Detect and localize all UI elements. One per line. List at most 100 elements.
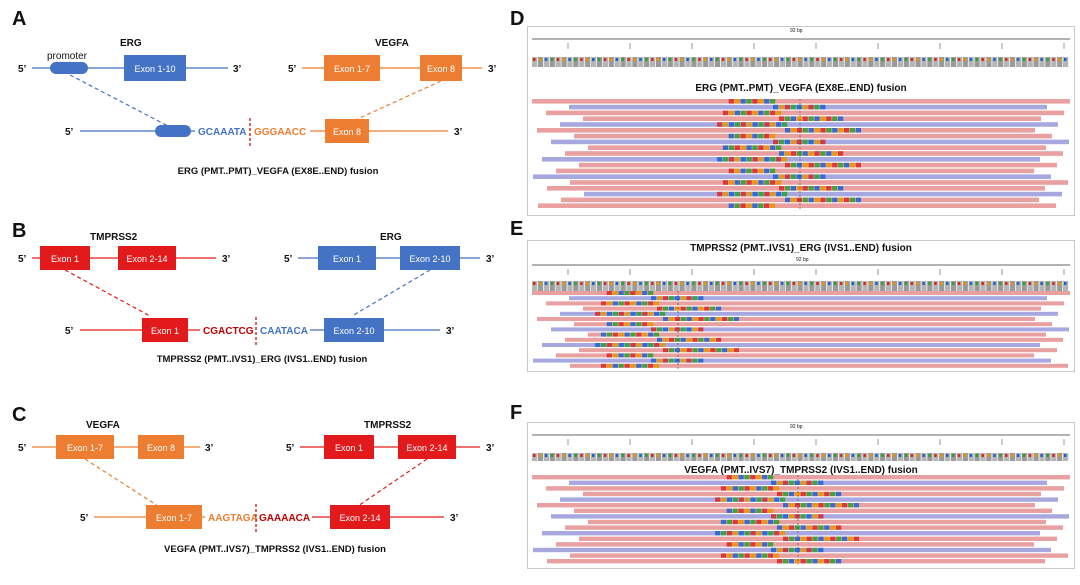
reference-base-letter: [946, 58, 949, 61]
reference-base-letter: [951, 282, 955, 285]
reference-base-letter: [928, 282, 931, 285]
reference-base: [714, 57, 721, 67]
mismatch-base: [648, 311, 654, 316]
mismatch-base: [728, 180, 734, 185]
mismatch-base: [764, 110, 770, 116]
reference-base-letter: [645, 282, 648, 285]
reference-base: [886, 57, 892, 67]
mismatch-base: [624, 363, 630, 368]
mismatch-base: [726, 553, 732, 558]
three-prime-label: 3’: [486, 254, 495, 265]
mismatch-base: [814, 186, 820, 191]
reference-base: [608, 453, 614, 463]
mismatch-base: [855, 128, 861, 133]
reference-base: [561, 453, 567, 463]
reference-base: [555, 281, 561, 291]
reference-base: [773, 281, 780, 291]
reference-base: [945, 453, 951, 463]
vegfa-exon-1-7-label: Exon 1-7: [67, 443, 103, 453]
mismatch-base: [788, 480, 794, 485]
reference-base-letter: [538, 58, 542, 61]
fusion-title: TMPRSS2 (PMT..IVS1)_ERG (IVS1..END) fusi…: [690, 243, 912, 254]
mismatch-base: [794, 525, 800, 530]
mismatch-base: [796, 186, 802, 191]
mismatch-base: [752, 133, 758, 139]
mismatch-base: [722, 145, 729, 150]
mismatch-base: [776, 145, 782, 150]
connector-dashed: [84, 458, 159, 507]
mismatch-base: [764, 168, 770, 174]
reference-base-letter: [568, 282, 571, 285]
reference-base: [1057, 281, 1063, 291]
mismatch-base: [756, 475, 762, 480]
reference-base-letter: [751, 58, 754, 61]
mismatch-base: [746, 99, 752, 104]
aligned-read: [533, 358, 1051, 363]
reference-base-letter: [680, 454, 683, 457]
reference-base: [691, 57, 697, 67]
erg-exon-label: Exon 1-10: [134, 64, 175, 74]
mismatch-base: [802, 151, 808, 156]
reference-base-letter: [686, 282, 689, 285]
panel-letter: A: [12, 8, 27, 30]
reference-base-letter: [609, 454, 613, 457]
reference-base: [809, 281, 815, 291]
reference-base-letter: [556, 282, 560, 285]
reference-base: [1039, 281, 1045, 291]
reference-base: [1021, 57, 1027, 67]
reference-base: [762, 57, 768, 67]
reference-base-letter: [639, 58, 642, 61]
panel-letter: B: [12, 220, 27, 242]
reference-base: [537, 281, 544, 291]
reference-base: [1057, 453, 1063, 463]
mismatch-base: [686, 317, 692, 321]
mismatch-base: [830, 525, 836, 530]
reference-base: [638, 57, 644, 67]
mismatch-base: [796, 104, 802, 110]
mismatch-base: [746, 157, 752, 162]
reference-base: [909, 281, 915, 291]
reference-base: [679, 57, 685, 67]
reference-base-letter: [1052, 282, 1055, 285]
mismatch-base: [654, 343, 660, 347]
mismatch-base: [717, 191, 723, 197]
reference-base-letter: [904, 58, 908, 61]
reference-base: [555, 453, 561, 463]
reference-base: [602, 57, 608, 67]
mismatch-base: [768, 519, 774, 525]
reference-base-letter: [786, 58, 790, 61]
mismatch-base: [728, 191, 735, 197]
reference-base: [537, 453, 544, 463]
mismatch-base: [710, 337, 716, 342]
gene-label-erg: ERG: [380, 232, 402, 243]
reference-base-letter: [603, 58, 607, 61]
reference-base-letter: [887, 58, 890, 61]
mismatch-base: [776, 110, 782, 116]
reference-base: [650, 281, 656, 291]
reference-base-letter: [1022, 58, 1026, 61]
mismatch-base: [734, 133, 740, 139]
reference-base-letter: [822, 58, 825, 61]
mismatch-base: [630, 363, 636, 368]
mismatch-base: [716, 306, 722, 311]
mismatch-base: [612, 291, 618, 295]
reference-base-letter: [645, 454, 648, 457]
mismatch-base: [820, 104, 826, 110]
reference-base: [644, 453, 650, 463]
mismatch-base: [738, 531, 744, 536]
mismatch-base: [727, 348, 734, 353]
mismatch-base: [744, 531, 750, 536]
mismatch-base: [800, 480, 806, 485]
mismatch-base: [674, 327, 680, 332]
tmprss2-exon-2-14-label: Exon 2-14: [406, 443, 447, 453]
mismatch-base: [764, 157, 770, 162]
reference-base-letter: [627, 58, 630, 61]
reference-base-letter: [751, 282, 754, 285]
aligned-read: [560, 497, 1058, 502]
reference-base-letter: [887, 454, 890, 457]
mismatch-base: [796, 116, 802, 121]
mismatch-base: [756, 542, 762, 547]
vegfa-exon-8-label: Exon 8: [147, 443, 175, 453]
reference-base-letter: [780, 454, 784, 457]
reference-base: [720, 453, 726, 463]
